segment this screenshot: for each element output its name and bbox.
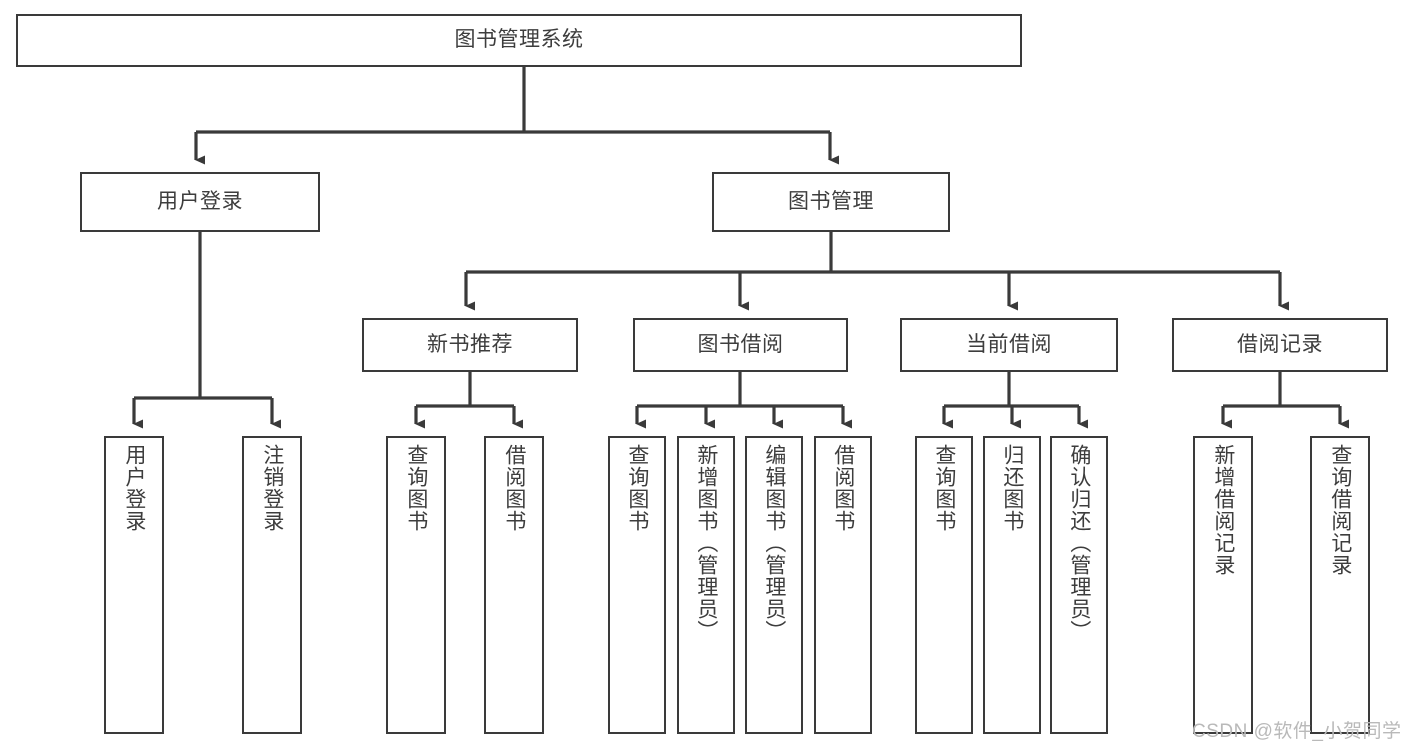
node-user-login[interactable]: 用户登录 — [80, 172, 320, 232]
node-label-leaf-edit-book-admin: 编辑图书（管理员） — [762, 444, 786, 642]
node-label-root: 图书管理系统 — [454, 28, 584, 52]
node-leaf-query-book-3[interactable]: 查询图书 — [915, 436, 973, 734]
node-label-leaf-user-login: 用户登录 — [122, 444, 146, 532]
node-label-leaf-query-book-3: 查询图书 — [932, 444, 956, 532]
node-leaf-user-login[interactable]: 用户登录 — [104, 436, 164, 734]
node-leaf-query-borrow-record[interactable]: 查询借阅记录 — [1310, 436, 1370, 734]
node-leaf-confirm-return-admin[interactable]: 确认归还（管理员） — [1050, 436, 1108, 734]
node-label-leaf-return-book: 归还图书 — [1000, 444, 1024, 532]
node-borrow-record[interactable]: 借阅记录 — [1172, 318, 1388, 372]
node-leaf-edit-book-admin[interactable]: 编辑图书（管理员） — [745, 436, 803, 734]
node-leaf-query-book-1[interactable]: 查询图书 — [386, 436, 446, 734]
node-label-book-manage: 图书管理 — [788, 189, 874, 213]
node-label-leaf-query-book-1: 查询图书 — [404, 444, 428, 532]
node-label-book-borrow: 图书借阅 — [697, 332, 784, 356]
node-leaf-query-book-2[interactable]: 查询图书 — [608, 436, 666, 734]
node-root[interactable]: 图书管理系统 — [16, 14, 1022, 67]
node-label-borrow-record: 借阅记录 — [1237, 332, 1323, 356]
node-label-new-book-recommend: 新书推荐 — [427, 332, 513, 356]
node-label-current-borrow: 当前借阅 — [966, 332, 1052, 356]
node-label-leaf-add-book-admin: 新增图书（管理员） — [694, 444, 718, 642]
node-leaf-add-borrow-record[interactable]: 新增借阅记录 — [1193, 436, 1253, 734]
node-label-leaf-add-borrow-record: 新增借阅记录 — [1211, 444, 1235, 576]
node-leaf-logout-login[interactable]: 注销登录 — [242, 436, 302, 734]
node-label-leaf-query-borrow-record: 查询借阅记录 — [1328, 444, 1352, 576]
node-book-manage[interactable]: 图书管理 — [712, 172, 950, 232]
node-label-leaf-borrow-book-2: 借阅图书 — [831, 444, 855, 532]
node-label-leaf-borrow-book-1: 借阅图书 — [502, 444, 526, 532]
node-leaf-borrow-book-1[interactable]: 借阅图书 — [484, 436, 544, 734]
node-book-borrow[interactable]: 图书借阅 — [633, 318, 848, 372]
node-leaf-return-book[interactable]: 归还图书 — [983, 436, 1041, 734]
node-current-borrow[interactable]: 当前借阅 — [900, 318, 1118, 372]
node-label-leaf-confirm-return-admin: 确认归还（管理员） — [1067, 444, 1091, 642]
node-label-leaf-query-book-2: 查询图书 — [625, 444, 649, 532]
node-new-book-recommend[interactable]: 新书推荐 — [362, 318, 578, 372]
csdn-watermark: CSDN @软件_小贺同学 — [1192, 721, 1402, 742]
node-label-leaf-logout-login: 注销登录 — [260, 444, 284, 532]
node-leaf-add-book-admin[interactable]: 新增图书（管理员） — [677, 436, 735, 734]
node-label-user-login: 用户登录 — [157, 189, 243, 213]
node-leaf-borrow-book-2[interactable]: 借阅图书 — [814, 436, 872, 734]
